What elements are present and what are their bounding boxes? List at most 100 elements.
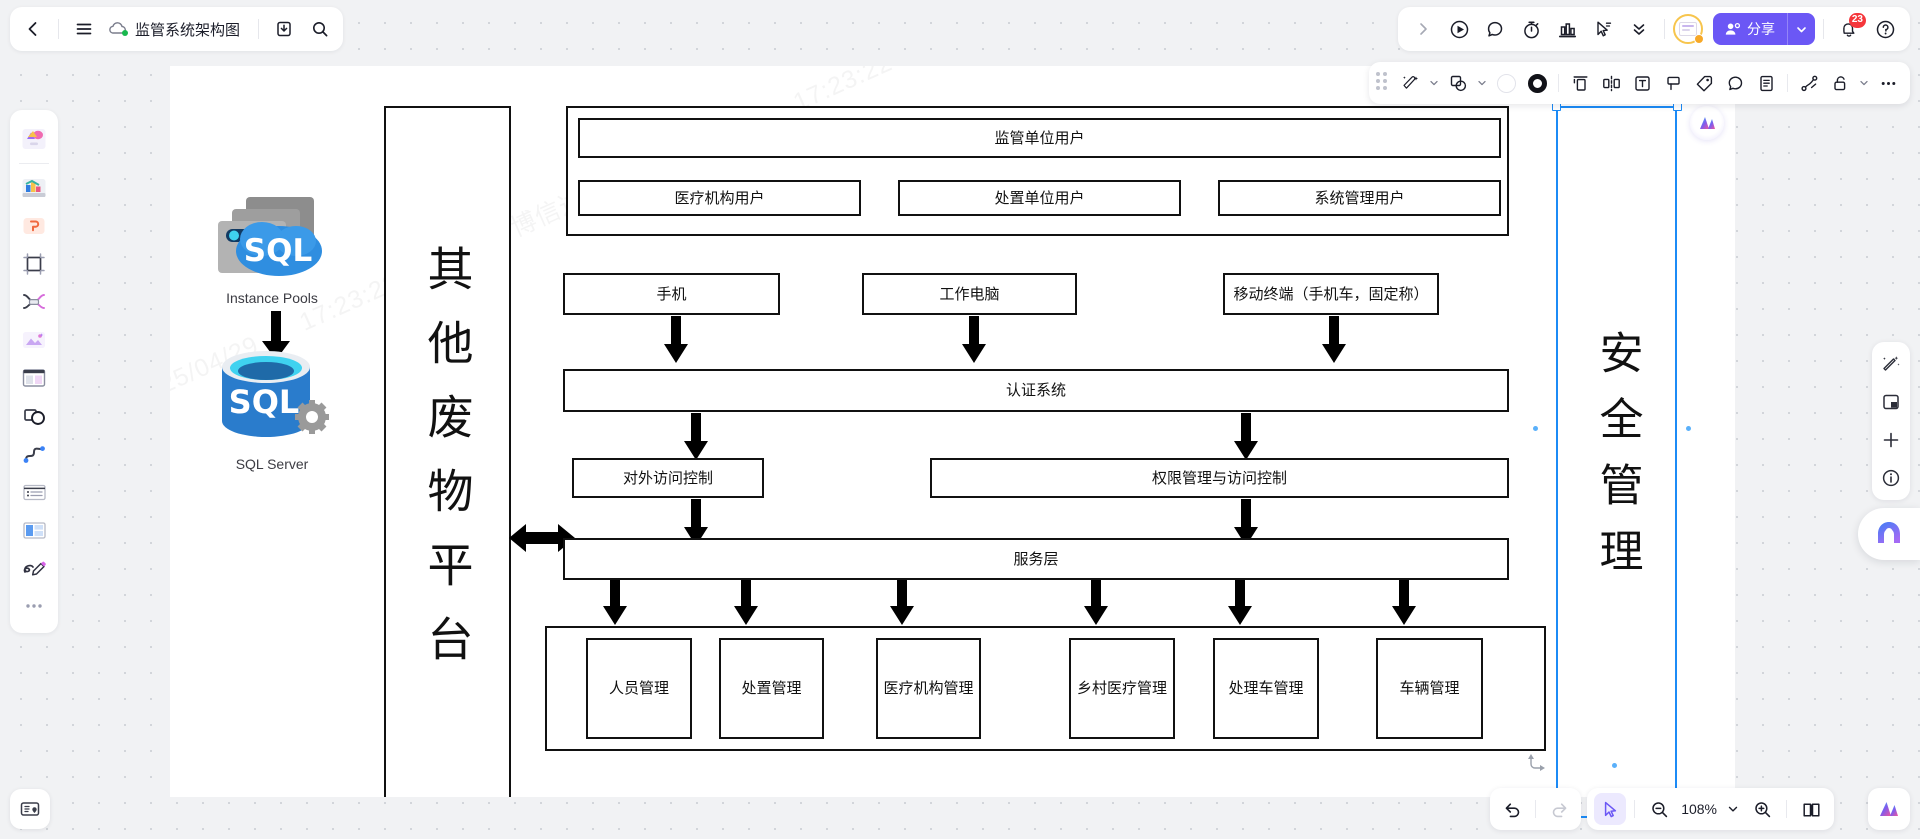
more-options-button[interactable] bbox=[1873, 68, 1903, 98]
sidebar-item-image[interactable] bbox=[14, 321, 54, 359]
card-pin-button[interactable] bbox=[10, 789, 50, 829]
sidebar-item-more[interactable] bbox=[14, 587, 54, 625]
sidebar-item-frame[interactable] bbox=[14, 245, 54, 283]
supervision-unit-user-box[interactable]: 监管单位用户 bbox=[578, 118, 1501, 158]
sidebar-item-layout[interactable] bbox=[14, 359, 54, 397]
ai-assistant-fab[interactable] bbox=[1858, 508, 1920, 560]
service-layer-box[interactable]: 服务层 bbox=[563, 538, 1509, 580]
connect-point-bottom[interactable] bbox=[1612, 763, 1617, 768]
lock-button[interactable] bbox=[1825, 68, 1855, 98]
module-box-processing-vehicle[interactable]: 处理车管理 bbox=[1213, 638, 1319, 739]
security-management-box[interactable]: 安全管理 bbox=[1556, 106, 1677, 797]
permission-access-control-box[interactable]: 权限管理与访问控制 bbox=[930, 458, 1509, 498]
zoom-level-value[interactable]: 108% bbox=[1681, 801, 1717, 817]
sidebar-item-draw[interactable] bbox=[14, 549, 54, 587]
ai-shape-assist-badge[interactable] bbox=[1690, 106, 1724, 140]
other-waste-platform-box[interactable]: 其他废物平台 bbox=[384, 106, 511, 797]
sidebar-item-curve[interactable] bbox=[14, 435, 54, 473]
distribute-horizontal-button[interactable] bbox=[1596, 68, 1626, 98]
module-box-medical-institution[interactable]: 医疗机构管理 bbox=[876, 638, 981, 739]
lock-dropdown[interactable] bbox=[1856, 68, 1872, 98]
tag-icon bbox=[1696, 75, 1712, 91]
add-button[interactable] bbox=[1876, 425, 1906, 455]
arrow-external-access-to-service bbox=[684, 499, 708, 546]
text-box-button[interactable] bbox=[1627, 68, 1657, 98]
share-user-icon bbox=[1725, 22, 1741, 35]
sidebar-item-templates[interactable] bbox=[14, 120, 54, 158]
disposal-unit-user-box[interactable]: 处置单位用户 bbox=[898, 180, 1181, 216]
user-group-container[interactable]: 监管单位用户 医疗机构用户 处置单位用户 系统管理用户 bbox=[566, 106, 1509, 236]
document-title[interactable]: 监管系统架构图 bbox=[135, 21, 241, 39]
sidebar-item-grid[interactable] bbox=[14, 511, 54, 549]
shape-fill-dropdown[interactable] bbox=[1474, 68, 1490, 98]
rotate-handle-icon[interactable] bbox=[1528, 752, 1548, 772]
document-page[interactable]: 10·10·博信达 2025/04/29 17:23:22 10·10·博信达 … bbox=[170, 66, 1735, 797]
chart-button[interactable] bbox=[1550, 12, 1584, 46]
zoom-out-button[interactable] bbox=[1643, 793, 1675, 825]
notifications-button[interactable]: 23 bbox=[1832, 12, 1866, 46]
module-box-rural-medical[interactable]: 乡村医疗管理 bbox=[1069, 638, 1175, 739]
external-access-control-box[interactable]: 对外访问控制 bbox=[572, 458, 764, 498]
collapse-toolbar-button[interactable] bbox=[1406, 12, 1440, 46]
comment-shape-button[interactable] bbox=[1720, 68, 1750, 98]
sidebar-item-list[interactable] bbox=[14, 473, 54, 511]
pen-style-dropdown[interactable] bbox=[1426, 68, 1442, 98]
redo-button[interactable] bbox=[1543, 793, 1575, 825]
magic-wand-button[interactable] bbox=[1876, 349, 1906, 379]
info-button[interactable] bbox=[1876, 463, 1906, 493]
authentication-system-box[interactable]: 认证系统 bbox=[563, 369, 1509, 412]
ai-logo-button[interactable] bbox=[1868, 788, 1910, 830]
module-box-disposal[interactable]: 处置管理 bbox=[719, 638, 824, 739]
minimap-button[interactable] bbox=[1876, 387, 1906, 417]
help-button[interactable] bbox=[1868, 12, 1902, 46]
connect-point-right[interactable] bbox=[1686, 426, 1691, 431]
search-button[interactable] bbox=[303, 12, 337, 46]
tag-button[interactable] bbox=[1689, 68, 1719, 98]
back-button[interactable] bbox=[16, 12, 50, 46]
connect-point-left[interactable] bbox=[1533, 426, 1538, 431]
sidebar-item-connector[interactable] bbox=[14, 283, 54, 321]
system-admin-user-box[interactable]: 系统管理用户 bbox=[1218, 180, 1501, 216]
outline-color-button[interactable] bbox=[1491, 68, 1521, 98]
fill-color-button[interactable] bbox=[1522, 68, 1552, 98]
undo-button[interactable] bbox=[1496, 793, 1528, 825]
drag-handle-dots[interactable] bbox=[1376, 72, 1390, 94]
divider bbox=[1558, 74, 1559, 92]
image-add-icon bbox=[23, 332, 45, 348]
note-button[interactable] bbox=[1751, 68, 1781, 98]
comment-button[interactable] bbox=[1478, 12, 1512, 46]
medical-institution-user-box[interactable]: 医疗机构用户 bbox=[578, 180, 861, 216]
device-box-mobile-phone[interactable]: 手机 bbox=[563, 273, 780, 315]
align-vertical-button[interactable] bbox=[1565, 68, 1595, 98]
select-tool-button[interactable] bbox=[1594, 793, 1627, 825]
avatar[interactable] bbox=[1673, 14, 1704, 44]
shape-fill-button[interactable] bbox=[1443, 68, 1473, 98]
modules-container[interactable]: 人员管理 处置管理 医疗机构管理 乡村医疗管理 处理车管理 车辆管理 bbox=[545, 626, 1546, 751]
left-tool-rail bbox=[10, 110, 58, 633]
download-button[interactable] bbox=[267, 12, 301, 46]
question-circle-icon bbox=[1876, 20, 1894, 38]
page-spread-button[interactable] bbox=[1795, 793, 1827, 825]
pen-style-button[interactable] bbox=[1395, 68, 1425, 98]
sidebar-item-shapes[interactable] bbox=[14, 397, 54, 435]
zoom-dropdown-button[interactable] bbox=[1723, 793, 1743, 825]
module-box-personnel[interactable]: 人员管理 bbox=[586, 638, 692, 739]
arrow-permission-to-service bbox=[1234, 499, 1258, 546]
sidebar-item-charts[interactable] bbox=[14, 169, 54, 207]
module-box-vehicle[interactable]: 车辆管理 bbox=[1376, 638, 1483, 739]
main-menu-button[interactable] bbox=[67, 12, 101, 46]
device-box-mobile-terminal[interactable]: 移动终端（手机车，固定称） bbox=[1223, 273, 1439, 315]
share-button[interactable]: 分享 bbox=[1713, 13, 1787, 45]
more-tools-button[interactable] bbox=[1622, 12, 1656, 46]
share-dropdown-button[interactable] bbox=[1787, 13, 1815, 45]
present-button[interactable] bbox=[1442, 12, 1476, 46]
presenter-pointer-button[interactable] bbox=[1586, 12, 1620, 46]
timer-button[interactable] bbox=[1514, 12, 1548, 46]
callout-button[interactable] bbox=[1658, 68, 1688, 98]
connector-button[interactable] bbox=[1794, 68, 1824, 98]
sidebar-item-ppt[interactable] bbox=[14, 207, 54, 245]
lock-icon bbox=[1833, 75, 1845, 90]
device-box-work-computer[interactable]: 工作电脑 bbox=[862, 273, 1077, 315]
presenter-cursor-icon bbox=[1596, 21, 1611, 36]
zoom-in-button[interactable] bbox=[1746, 793, 1778, 825]
